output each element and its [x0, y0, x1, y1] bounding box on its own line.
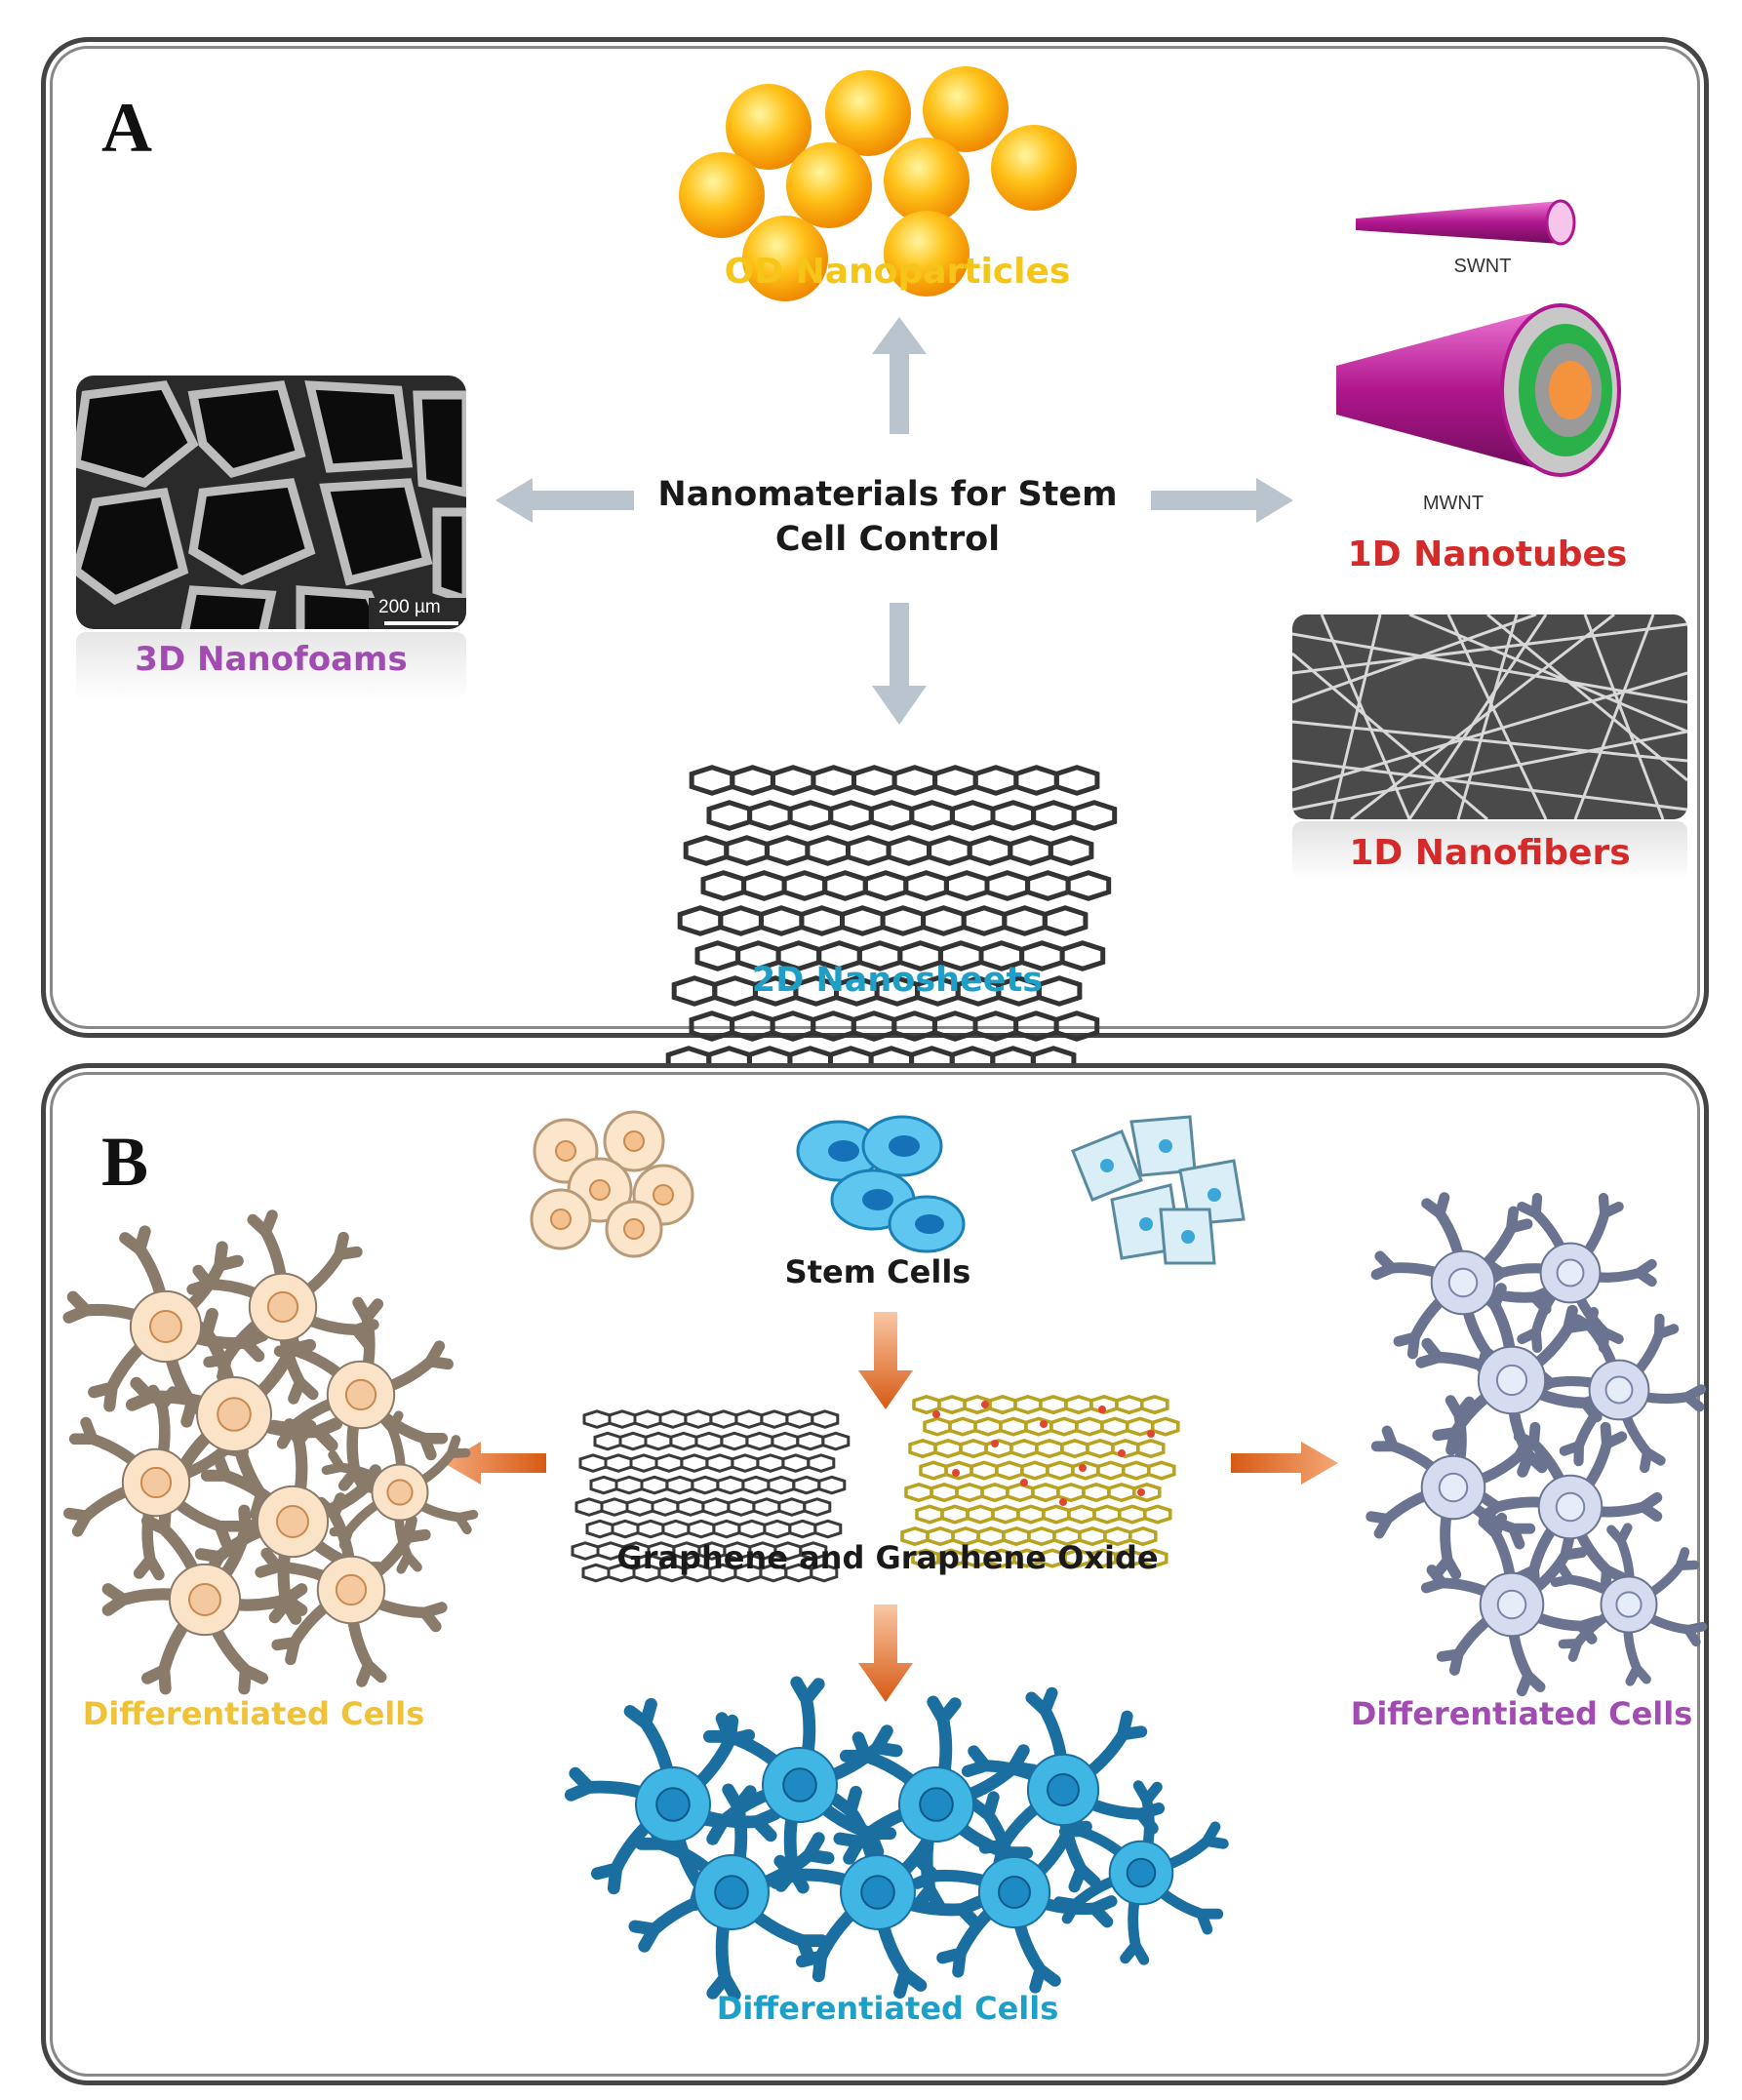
- panel-b-label: B: [101, 1123, 149, 1201]
- nanosheets-label: 2D Nanosheets: [751, 961, 1044, 1000]
- nanofiber-reflection: [1292, 821, 1687, 880]
- swnt-illustration: [1356, 199, 1576, 246]
- nanofiber-image: [1292, 614, 1687, 819]
- orange-arrow-down-1: [858, 1312, 913, 1409]
- scale-bar-label: 200 µm: [378, 597, 441, 617]
- orange-arrow-right: [1231, 1442, 1338, 1485]
- mwnt-illustration: [1336, 303, 1621, 477]
- differentiated-cells-lavender: [1366, 1192, 1708, 1697]
- orange-arrow-down-2: [858, 1605, 913, 1702]
- nanoparticles-label: OD Nanoparticles: [724, 252, 1071, 292]
- nanofibers-label: 1D Nanofibers: [1349, 833, 1631, 873]
- arrow-right: [1151, 478, 1293, 523]
- nanofoam-image: [76, 376, 466, 629]
- panel-a-label: A: [101, 89, 152, 167]
- nanofoam-reflection: [76, 632, 466, 700]
- stem-cells-label: Stem Cells: [784, 1253, 971, 1290]
- differentiated-cells-left-label: Differentiated Cells: [82, 1695, 425, 1732]
- nanotubes-label: 1D Nanotubes: [1347, 535, 1628, 575]
- center-title-line2: Cell Control: [774, 520, 1001, 559]
- center-title-line1: Nanomaterials for Stem: [657, 475, 1118, 514]
- arrow-left: [495, 478, 634, 523]
- differentiated-cells-right-label: Differentiated Cells: [1350, 1695, 1693, 1732]
- arrow-up: [872, 317, 927, 434]
- stem-cell-cluster-beige: [530, 1110, 694, 1258]
- nanosheet-illustration: [659, 765, 1118, 1147]
- stem-cell-cluster-blue: [796, 1115, 966, 1253]
- orange-arrow-left: [444, 1442, 546, 1485]
- mwnt-label: MWNT: [1422, 493, 1485, 514]
- nanoparticles-illustration: [679, 66, 1077, 301]
- graphene-sheet: [571, 1409, 851, 1583]
- arrow-down: [872, 603, 927, 725]
- nanofoams-label: 3D Nanofoams: [135, 640, 408, 679]
- graphene-oxide-sheet: [900, 1394, 1180, 1568]
- differentiated-cells-beige: [62, 1209, 479, 1695]
- graphene-label: Graphene and Graphene Oxide: [616, 1539, 1159, 1576]
- stem-cell-cluster-pale: [1071, 1115, 1246, 1265]
- differentiated-cells-bottom-label: Differentiated Cells: [716, 1990, 1059, 2027]
- swnt-label: SWNT: [1453, 256, 1512, 277]
- differentiated-cells-blue: [564, 1676, 1229, 2001]
- nanoparticle-cluster: [679, 66, 1077, 301]
